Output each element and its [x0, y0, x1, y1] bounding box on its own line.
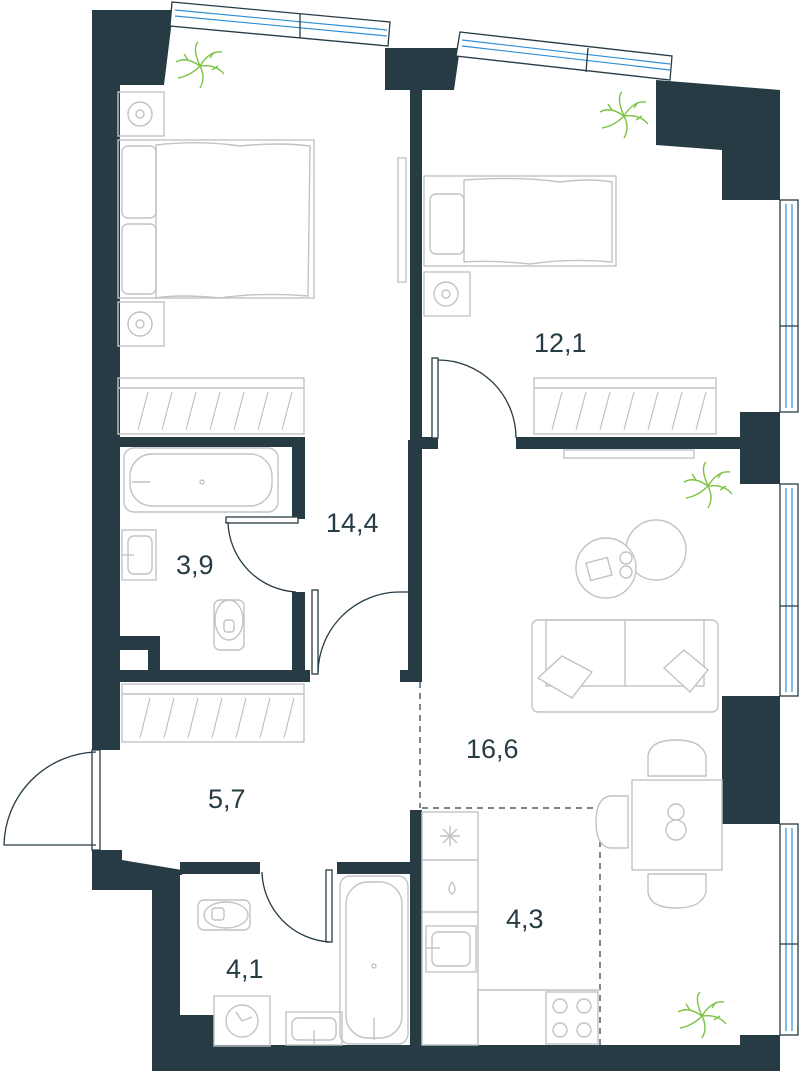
wall-bedroom-bottom [516, 437, 746, 449]
kitchen-furniture [421, 811, 600, 1046]
plant-icon [683, 461, 733, 509]
toilet-1 [213, 599, 245, 651]
wall-bath1-bottom [120, 670, 310, 682]
wardrobe-bedroom [533, 377, 717, 435]
area-master-bedroom: 14,4 [326, 508, 379, 538]
wall-bath2-left [152, 875, 180, 1071]
kitchen-sink [425, 925, 477, 973]
master-bedroom-furniture [117, 91, 407, 435]
living-room-furniture [531, 449, 723, 909]
bathroom-1-furniture [121, 447, 279, 651]
wardrobe-master [117, 377, 305, 435]
outer-wall-right-lower [722, 696, 780, 824]
area-bathroom-2: 4,1 [226, 954, 264, 984]
tv-panel [397, 157, 407, 283]
wall-bath2-top-right [337, 862, 414, 874]
kitchen-counter [421, 811, 479, 1046]
wall-bedroom-partition [410, 80, 422, 440]
bathtub-1 [123, 447, 279, 513]
door-bedroom [431, 357, 517, 439]
wall-bath1-top [120, 437, 305, 447]
plant-icon [677, 991, 727, 1039]
plants [175, 41, 733, 1039]
wall-bedroom-partition-lower [408, 440, 422, 682]
area-living-room: 16,6 [466, 734, 519, 764]
plant-icon [175, 41, 225, 89]
wall-hall-bottom-left [92, 850, 182, 890]
tv-console [563, 449, 695, 459]
door-bath2 [261, 869, 333, 943]
nightstand-top [117, 91, 165, 137]
nightstand-bedroom [423, 271, 471, 317]
bathroom-2-furniture [197, 875, 409, 1047]
stove [545, 991, 599, 1045]
dining-set [595, 739, 723, 909]
area-bathroom-1: 3,9 [176, 550, 214, 580]
bathtub-2 [339, 875, 409, 1045]
outer-wall-left [92, 10, 172, 750]
toilet-2 [197, 899, 251, 931]
washing-machine [213, 995, 271, 1047]
bedroom-furniture [423, 175, 717, 435]
pillow-2 [121, 223, 157, 295]
pillow-1 [121, 145, 157, 219]
door-entrance [3, 749, 101, 851]
coffee-tables [575, 519, 687, 599]
outer-wall-top-center [385, 48, 460, 90]
wall-bath2-top-left [180, 862, 260, 874]
window-right-kitchen [779, 823, 799, 1036]
double-bed [117, 139, 315, 299]
outer-wall-bottom [152, 1045, 780, 1071]
doors [3, 357, 517, 943]
outer-wall-bottom-right [740, 1035, 780, 1071]
single-bed [423, 175, 617, 267]
wall-bedroom-bottom-left [422, 437, 438, 449]
sofa [531, 619, 719, 713]
zone-lines [419, 682, 601, 1045]
window-right-bedroom [779, 199, 799, 413]
water-heater-icon [448, 880, 456, 895]
sink-2 [285, 1011, 343, 1046]
fridge-icon [440, 826, 460, 846]
door-master-bedroom [311, 589, 408, 675]
window-top-left [169, 1, 391, 47]
area-labels: 14,4 12,1 3,9 16,6 5,7 4,1 4,3 [176, 328, 587, 984]
wall-bath2-right [410, 810, 422, 1071]
wall-hall-divider [400, 670, 422, 682]
door-bath1 [225, 516, 299, 593]
wardrobe-hall [121, 683, 305, 743]
area-hallway: 5,7 [208, 784, 246, 814]
shaft-bath1 [120, 636, 160, 670]
wall-bath1-right-top [292, 437, 305, 519]
outer-wall-right-mid [740, 412, 780, 484]
windows [169, 1, 799, 1036]
window-top-right [455, 31, 673, 81]
hallway-furniture [121, 683, 305, 743]
plant-icon [599, 91, 649, 139]
wall-bath1-right-bottom [292, 592, 305, 682]
outer-wall-top-right [656, 80, 780, 200]
area-bedroom: 12,1 [534, 328, 587, 358]
area-kitchen: 4,3 [506, 904, 544, 934]
window-right-living [779, 483, 799, 697]
nightstand-bottom [117, 301, 165, 347]
bed-pillow [429, 193, 465, 255]
walls [92, 10, 780, 1071]
